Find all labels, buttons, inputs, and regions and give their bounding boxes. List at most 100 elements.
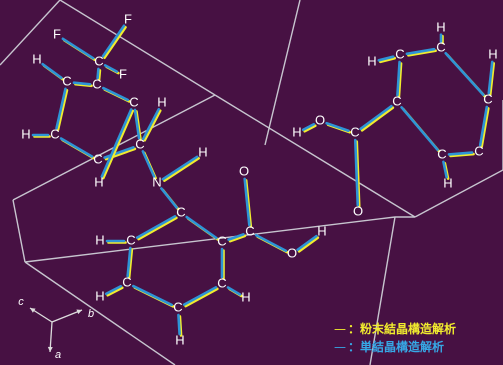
atom-label-hb5: H — [443, 175, 452, 190]
bond-single-C10-H8 — [104, 284, 123, 296]
bond-single-C10-C11 — [131, 284, 174, 307]
bond-powder-C11-H9 — [178, 315, 183, 337]
cell-edge-5 — [24, 261, 176, 365]
bond-single-C6-H3 — [141, 107, 161, 141]
bond-single-O2-H6 — [296, 234, 318, 252]
legend-powder-label: ：粉末結晶構造解析 — [348, 321, 456, 336]
bond-powder-Cb6-Cb7 — [449, 152, 475, 158]
atom-label-o1: O — [239, 163, 249, 178]
bond-single-C13-C14 — [227, 233, 245, 241]
atom-label-cb3: C — [395, 46, 404, 61]
bond-single-C14-O2 — [254, 233, 288, 253]
atom-label-hb2: H — [367, 53, 376, 68]
bond-single-Hb1-Ob1 — [301, 122, 316, 132]
bond-single-F3-C1 — [103, 64, 119, 73]
axis-a-arrow — [49, 321, 53, 353]
legend-single-label: ：単結晶構造解析 — [348, 339, 444, 354]
bond-single-Cb3-Hb2 — [377, 55, 395, 62]
atom-label-c2: C — [92, 76, 101, 91]
atom-label-hb4: H — [488, 46, 497, 61]
atom-label-c3: C — [62, 73, 71, 88]
bond-powder-C11-C12 — [184, 287, 219, 308]
axis-c-label: c — [18, 296, 24, 308]
atom-label-c11: C — [173, 299, 182, 314]
legend-single-swatch: — — [334, 340, 346, 354]
bond-powder-Cb2-Cb3 — [397, 62, 403, 98]
bond-single-N1-H5 — [161, 155, 199, 181]
atom-label-c7: C — [129, 94, 138, 109]
axis-a-label: a — [55, 349, 61, 361]
cell-edge-3 — [214, 94, 416, 218]
axis-b-label: b — [88, 308, 94, 320]
legend-powder-swatch: — — [334, 322, 346, 336]
atom-label-cb2: C — [392, 93, 401, 108]
bond-single-C7-C2 — [101, 86, 130, 102]
bond-single-C5-C6 — [103, 146, 135, 159]
bond-single-N1-C8 — [160, 187, 178, 209]
atom-label-c5: C — [93, 151, 102, 166]
bond-single-C1-C2 — [96, 67, 100, 80]
bond-single-C14-O1 — [243, 177, 251, 227]
atom-label-h4: H — [94, 174, 103, 189]
axis-c-arrowhead — [30, 308, 36, 313]
atom-label-h8: H — [95, 288, 104, 303]
atom-label-h9: H — [175, 332, 184, 347]
atom-label-c13: C — [217, 233, 226, 248]
atom-label-cb5: C — [483, 91, 492, 106]
axis-triad: a b c — [18, 296, 94, 361]
bond-single-Cb7-Cb2 — [400, 106, 439, 151]
bond-single-Cb7-Hb5 — [442, 160, 448, 179]
bond-single-C8-C9 — [135, 215, 177, 239]
bond-single-C3-C4 — [55, 87, 67, 130]
bond-single-C11-H9 — [177, 313, 181, 336]
cell-edge-4 — [12, 199, 26, 263]
bond-single-Cb2-Cb3 — [396, 60, 401, 97]
bond-single-C2-C3 — [72, 81, 92, 86]
cell-edge-1 — [0, 0, 61, 66]
bond-powder-C3-C4 — [56, 89, 69, 131]
bond-powder-C6-H3 — [143, 109, 162, 142]
atom-label-cb1: C — [350, 124, 359, 139]
atom-label-h6: H — [317, 223, 326, 238]
atom-label-h3: H — [157, 94, 166, 109]
atom-label-c14: C — [245, 223, 254, 238]
cell-edge-6 — [24, 216, 396, 263]
atom-label-cb6: C — [474, 143, 483, 158]
atom-label-f2: F — [53, 26, 61, 41]
cell-edge-11 — [369, 216, 396, 365]
bond-powder-C7-H4 — [102, 109, 134, 180]
atom-label-c10: C — [122, 274, 131, 289]
bond-single-Ob1-Cb1 — [325, 121, 350, 133]
cell-edge-9 — [264, 0, 301, 146]
bond-powder-Cb5-Cb6 — [480, 107, 490, 148]
bond-powder-C8-C9 — [137, 216, 178, 241]
bond-single-C13-C8 — [185, 215, 218, 240]
atom-label-ob2: O — [353, 203, 363, 218]
bond-powder-Cb1-Cb2 — [360, 106, 395, 132]
bond-powder-N1-H5 — [163, 157, 200, 182]
atom-label-h2: H — [21, 126, 30, 141]
atom-label-h7: H — [95, 232, 104, 247]
atom-label-hb1: H — [292, 124, 301, 139]
atom-label-c9: C — [126, 232, 135, 247]
atom-label-h5: H — [198, 144, 207, 159]
bond-single-Cb3-Cb4 — [405, 47, 436, 56]
atom-label-c4: C — [50, 126, 59, 141]
bond-single-C12-H10 — [226, 286, 242, 296]
bond-single-C6-C7 — [133, 108, 141, 140]
bond-single-Cb5-Hb4 — [487, 60, 494, 95]
atom-label-n1: N — [152, 174, 161, 189]
bond-single-Cb1-Ob2 — [353, 138, 360, 207]
atom-label-h10: H — [241, 289, 250, 304]
bond-single-C7-H4 — [100, 108, 133, 178]
atom-label-c8: C — [176, 204, 185, 219]
bond-single-Cb4-Cb5 — [444, 51, 485, 97]
bond-powder-C2-C3 — [74, 82, 93, 88]
bond-powder-Hb1-Ob1 — [303, 124, 317, 133]
bond-powder-Cb3-Cb4 — [407, 49, 437, 57]
bond-single-C9-C10 — [126, 246, 132, 278]
bond-powder-F1-C1 — [103, 25, 127, 60]
bond-powder-C1-C2 — [97, 69, 102, 81]
